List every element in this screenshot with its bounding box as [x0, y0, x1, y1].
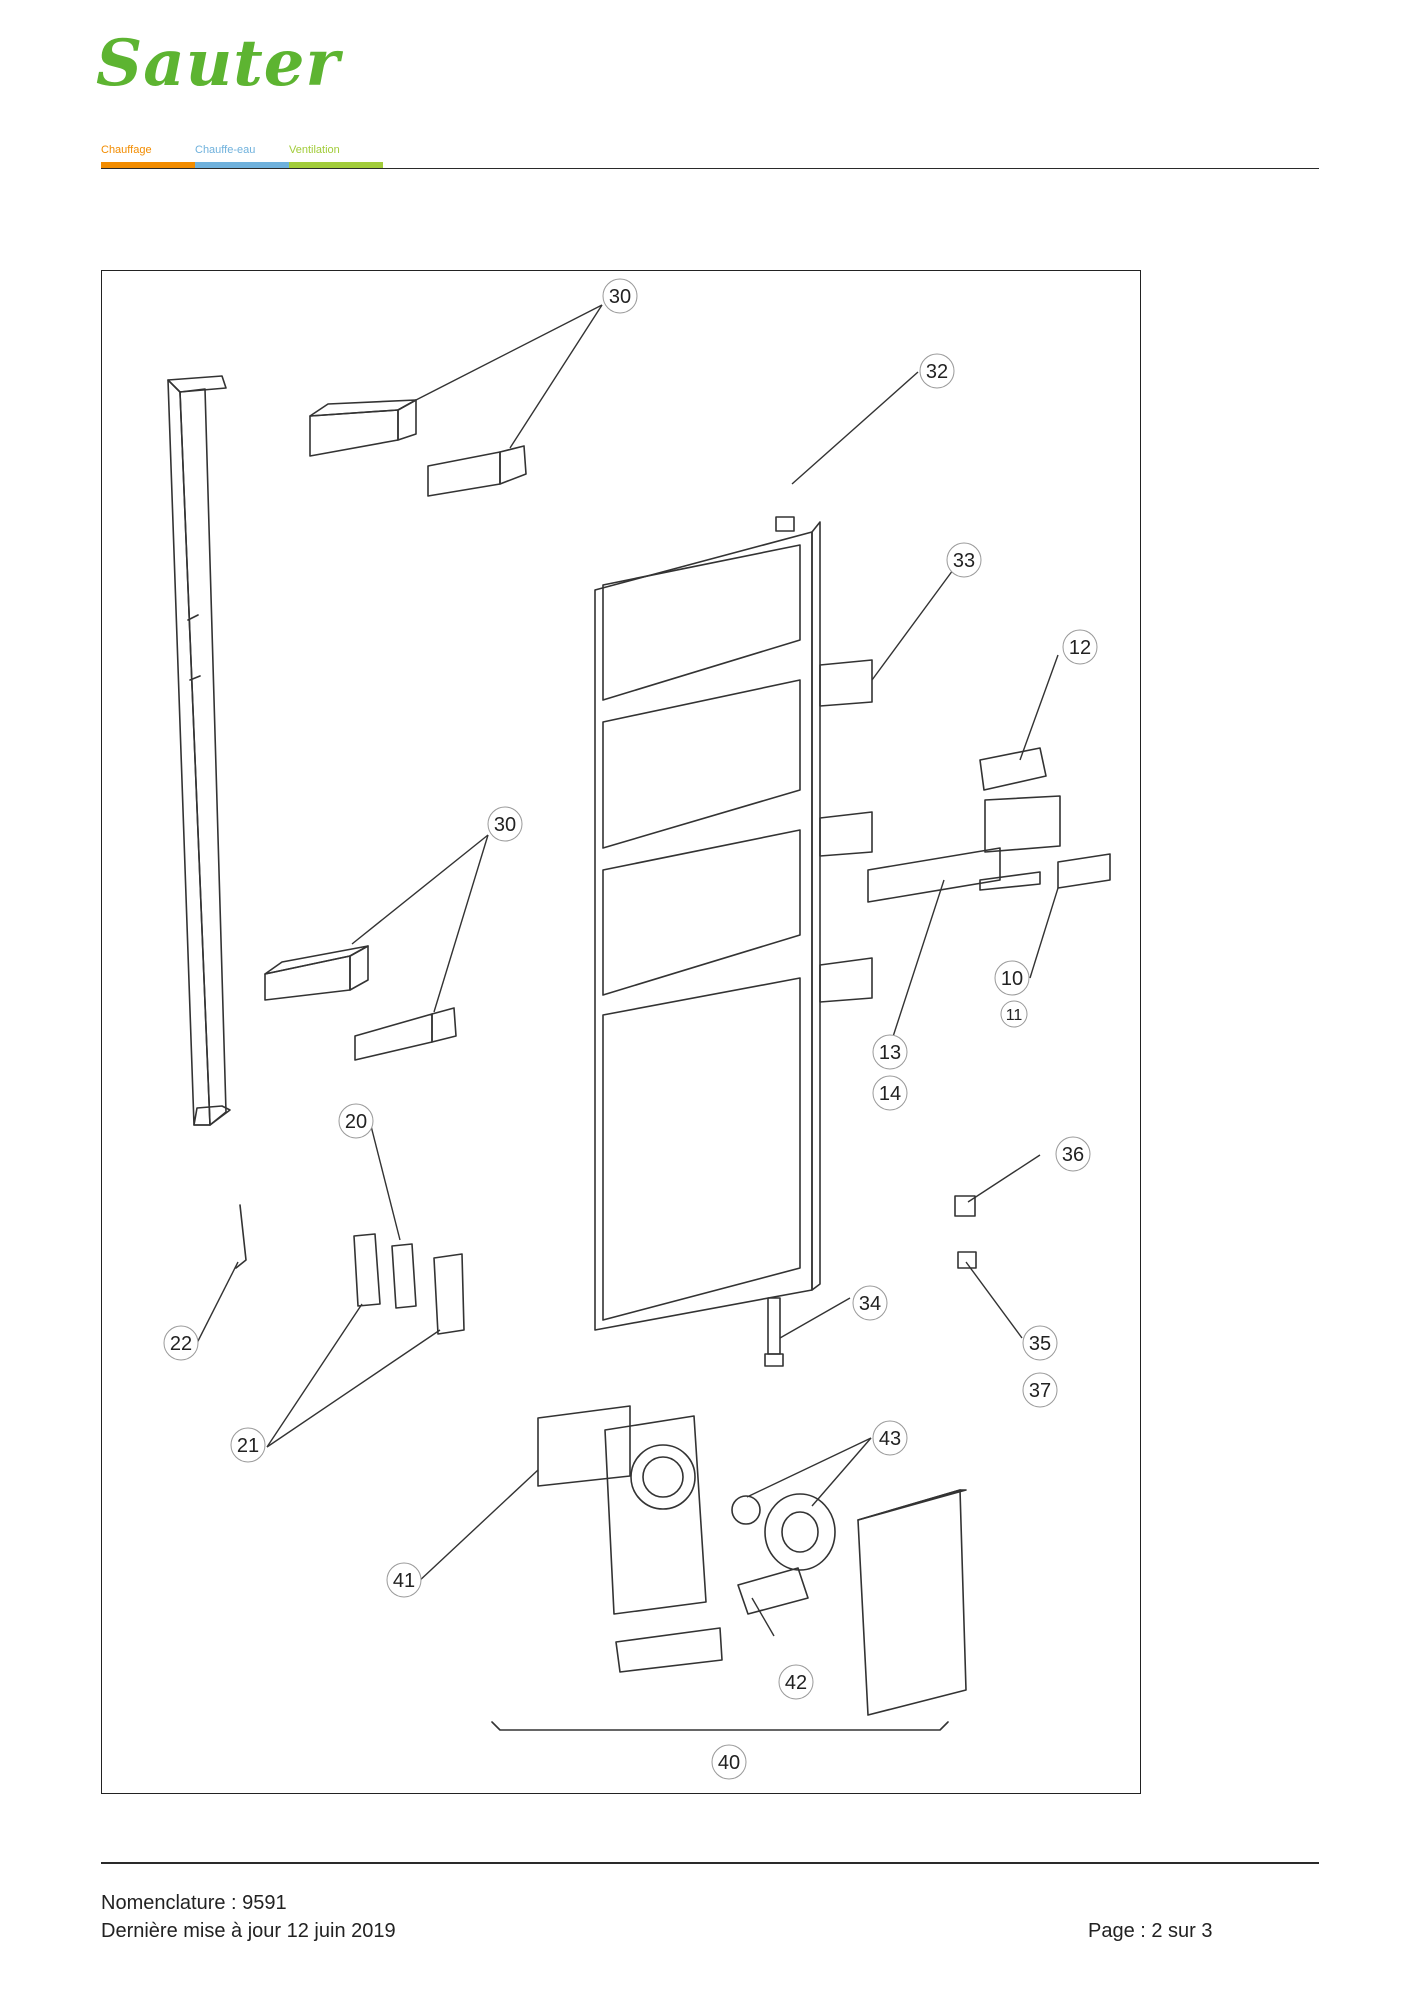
svg-text:12: 12	[1069, 637, 1091, 659]
towel-bar-assembly-part	[867, 747, 1111, 903]
callout-22: 22	[163, 1325, 199, 1361]
bracket-upper-part	[309, 399, 527, 497]
callout-20: 20	[338, 1103, 374, 1139]
electronics-left-parts	[235, 1204, 465, 1335]
leader-lines	[195, 304, 1059, 1637]
small-clip-parts	[954, 1195, 977, 1269]
svg-text:42: 42	[785, 1672, 807, 1694]
callout-30-top: 30	[602, 278, 638, 314]
svg-text:40: 40	[718, 1752, 740, 1774]
callout-41: 41	[386, 1562, 422, 1598]
svg-text:36: 36	[1062, 1144, 1084, 1166]
callouts: 30 32 33 12 30 10 11 13 14 20 36 34 22 3…	[163, 278, 1098, 1780]
decor-plates-part	[819, 659, 873, 1003]
svg-text:11: 11	[1006, 1007, 1023, 1024]
svg-text:30: 30	[494, 814, 516, 836]
category-strip: Chauffage Chauffe-eau Ventilation	[101, 141, 383, 168]
callout-34: 34	[852, 1285, 888, 1321]
svg-text:41: 41	[393, 1570, 415, 1592]
page-number: Page : 2 sur 3	[1088, 1920, 1213, 1942]
category-ventilation: Ventilation	[289, 141, 383, 168]
callout-42: 42	[778, 1664, 814, 1700]
callout-11: 11	[1000, 1000, 1028, 1028]
category-bar	[289, 162, 383, 168]
callout-12: 12	[1062, 629, 1098, 665]
radiator-panel-part	[594, 516, 821, 1331]
callout-40: 40	[711, 1744, 747, 1780]
nomenclature-text: Nomenclature : 9591	[101, 1892, 287, 1914]
svg-text:35: 35	[1029, 1333, 1051, 1355]
svg-text:34: 34	[859, 1293, 881, 1315]
header-divider	[101, 168, 1319, 169]
svg-text:21: 21	[237, 1435, 259, 1457]
callout-33: 33	[946, 542, 982, 578]
svg-text:14: 14	[879, 1083, 901, 1105]
callout-30-middle: 30	[487, 806, 523, 842]
sensor-part	[764, 1297, 784, 1367]
last-update-text: Dernière mise à jour 12 juin 2019	[101, 1920, 396, 1942]
sauter-logo: Sauter	[96, 24, 396, 104]
callout-14: 14	[872, 1075, 908, 1111]
category-bar	[101, 162, 195, 168]
callout-43: 43	[872, 1420, 908, 1456]
svg-text:22: 22	[170, 1333, 192, 1355]
bracket-middle-part	[264, 945, 457, 1061]
svg-text:33: 33	[953, 550, 975, 572]
svg-text:37: 37	[1029, 1380, 1051, 1402]
svg-text:20: 20	[345, 1111, 367, 1133]
category-bar	[195, 162, 289, 168]
category-chauffage: Chauffage	[101, 141, 195, 168]
callout-35: 35	[1022, 1325, 1058, 1361]
category-chauffe-eau: Chauffe-eau	[195, 141, 289, 168]
callout-32: 32	[919, 353, 955, 389]
category-label: Ventilation	[289, 144, 340, 156]
brand-name: Sauter	[96, 26, 341, 101]
svg-text:43: 43	[879, 1428, 901, 1450]
callout-21: 21	[230, 1427, 266, 1463]
callout-37: 37	[1022, 1372, 1058, 1408]
fan-unit-parts	[491, 1405, 967, 1731]
svg-text:30: 30	[609, 286, 631, 308]
category-label: Chauffage	[101, 144, 152, 156]
category-label: Chauffe-eau	[195, 144, 256, 156]
footer-divider	[101, 1862, 1319, 1864]
svg-text:13: 13	[879, 1042, 901, 1064]
callout-36: 36	[1055, 1136, 1091, 1172]
callout-10: 10	[994, 960, 1030, 996]
side-rail-part	[167, 375, 231, 1126]
callout-13: 13	[872, 1034, 908, 1070]
svg-text:32: 32	[926, 361, 948, 383]
svg-text:10: 10	[1001, 968, 1023, 990]
diagram-frame	[101, 270, 1141, 1794]
